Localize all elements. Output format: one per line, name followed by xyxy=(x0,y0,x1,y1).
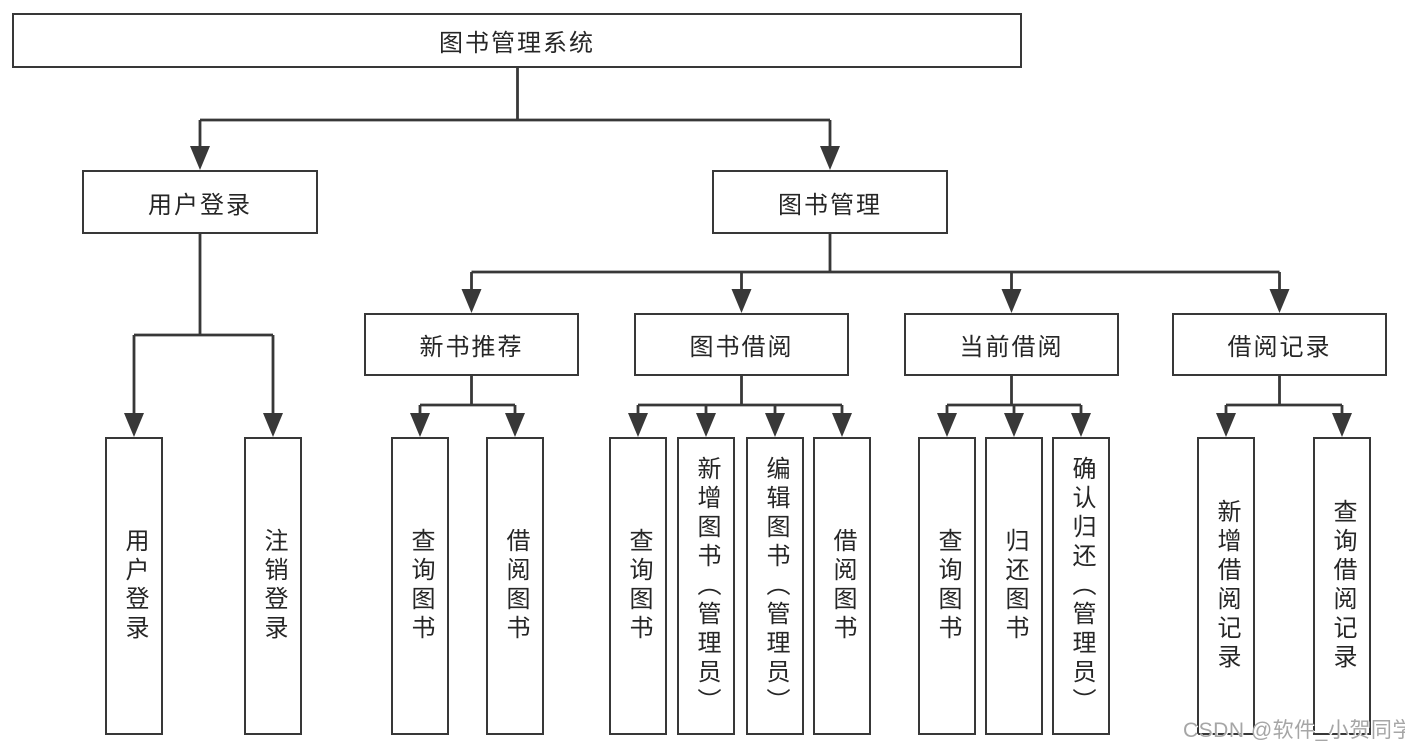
leaf-add-book-admin: 新增图书（管理员） xyxy=(677,437,735,735)
leaf-recommend-query-book: 查询图书 xyxy=(391,437,449,735)
leaf-add-borrow-record: 新增借阅记录 xyxy=(1197,437,1255,735)
node-user-login: 用户登录 xyxy=(82,170,318,234)
leaf-user-login: 用户登录 xyxy=(105,437,163,735)
leaf-edit-book-admin: 编辑图书（管理员） xyxy=(746,437,804,735)
leaf-recommend-borrow-book: 借阅图书 xyxy=(486,437,544,735)
leaf-logout: 注销登录 xyxy=(244,437,302,735)
leaf-borrow-book: 借阅图书 xyxy=(813,437,871,735)
node-root: 图书管理系统 xyxy=(12,13,1022,68)
arrowheads xyxy=(124,146,1352,437)
leaf-confirm-return-admin: 确认归还（管理员） xyxy=(1052,437,1110,735)
leaf-current-query-book: 查询图书 xyxy=(918,437,976,735)
node-current-borrow: 当前借阅 xyxy=(904,313,1119,376)
watermark: CSDN @软件_小贺同学 xyxy=(1183,719,1405,742)
leaf-borrow-query-book: 查询图书 xyxy=(609,437,667,735)
node-book-borrow: 图书借阅 xyxy=(634,313,849,376)
leaf-query-borrow-record: 查询借阅记录 xyxy=(1313,437,1371,735)
leaf-return-book: 归还图书 xyxy=(985,437,1043,735)
node-book-management: 图书管理 xyxy=(712,170,948,234)
node-new-book-recommend: 新书推荐 xyxy=(364,313,579,376)
node-borrow-records: 借阅记录 xyxy=(1172,313,1387,376)
